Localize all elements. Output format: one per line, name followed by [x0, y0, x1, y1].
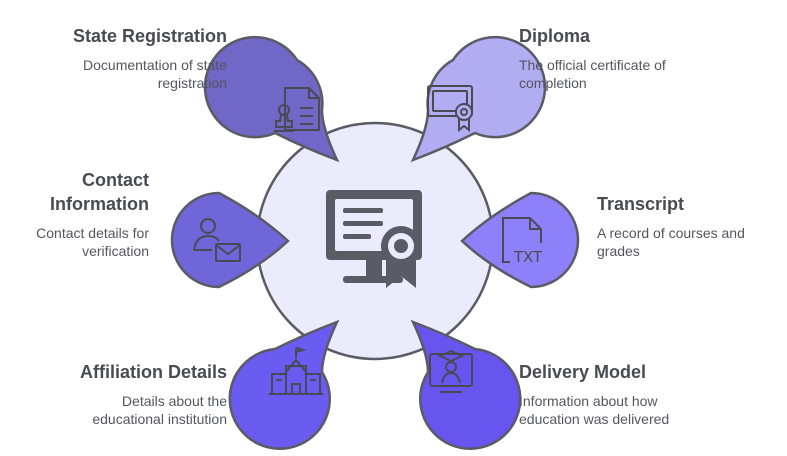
contact-information-shape	[170, 191, 290, 289]
diploma-description: The official certificate of completion	[519, 56, 759, 92]
online-education-icon	[429, 349, 473, 393]
delivery-model-node	[410, 319, 522, 451]
state-registration-description: Documentation of state registration	[20, 56, 227, 92]
certificate-badge-icon	[427, 85, 473, 133]
delivery-model-description: Information about how education was deli…	[519, 392, 759, 428]
contact-information-label: Contact Information Contact details for …	[10, 168, 149, 260]
state-registration-description-line: Documentation of state	[83, 57, 227, 73]
contact-information-description: Contact details for verification	[10, 224, 149, 260]
delivery-model-description-line: education was delivered	[519, 411, 670, 427]
transcript-description-line: A record of courses and	[597, 225, 745, 241]
diploma-description-line: The official certificate of	[519, 57, 666, 73]
contact-information-title-line: Contact	[82, 170, 149, 190]
contact-information-title-line: Information	[50, 194, 149, 214]
diploma-description-line: completion	[519, 75, 587, 91]
transcript-description-line: grades	[597, 243, 640, 259]
contact-information-description-line: verification	[82, 243, 149, 259]
transcript-shape	[460, 191, 580, 289]
diploma-label: Diploma The official certificate of comp…	[519, 24, 759, 92]
state-registration-title: State Registration	[72, 26, 227, 46]
diploma-title: Diploma	[519, 26, 591, 46]
txt-file-icon: TXT	[502, 217, 546, 266]
affiliation-details-label: Affiliation Details Details about the ed…	[20, 360, 227, 428]
affiliation-details-description-line: Details about the	[121, 393, 227, 409]
affiliation-details-title: Affiliation Details	[79, 362, 227, 382]
contact-information-node	[170, 191, 290, 289]
delivery-model-title: Delivery Model	[519, 362, 647, 382]
state-registration-label: State Registration Documentation of stat…	[20, 24, 227, 92]
contact-information-description-line: Contact details for	[36, 225, 149, 241]
affiliation-details-description: Details about the educational institutio…	[20, 392, 227, 428]
diploma-node	[410, 35, 547, 163]
affiliation-details-shape	[228, 319, 340, 451]
document-stamp-icon	[274, 87, 320, 132]
state-registration-description-line: registration	[157, 75, 227, 91]
delivery-model-label: Delivery Model Information about how edu…	[519, 360, 759, 428]
school-building-icon	[269, 347, 323, 395]
state-registration-node	[203, 35, 340, 163]
transcript-title: Transcript	[597, 194, 685, 214]
txt-file-label: TXT	[513, 248, 543, 266]
transcript-node: TXT	[460, 191, 580, 289]
affiliation-details-description-line: educational institution	[92, 411, 227, 427]
affiliation-details-node	[228, 319, 340, 451]
delivery-model-description-line: Information about how	[519, 393, 658, 409]
user-mail-icon	[193, 218, 241, 262]
monitor-certificate-icon	[326, 190, 422, 288]
transcript-description: A record of courses and grades	[597, 224, 777, 260]
contact-information-title: Contact Information	[10, 168, 149, 216]
transcript-label: Transcript A record of courses and grade…	[597, 192, 777, 260]
